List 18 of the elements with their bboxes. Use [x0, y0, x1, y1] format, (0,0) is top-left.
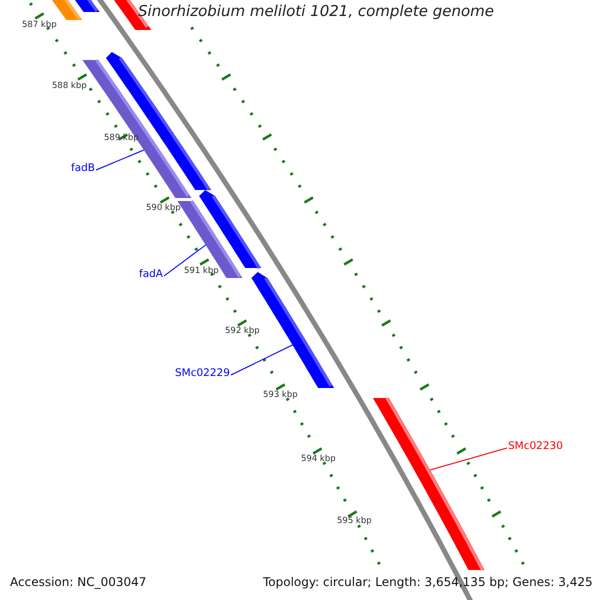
leader-line [230, 344, 293, 376]
tick-label: 588 kbp [52, 81, 87, 91]
footer-text: Accession: NC_003047 [10, 575, 146, 589]
leader-line [430, 448, 508, 470]
footer-text: Topology: circular; Length: 3,654,135 bp; Genes: 3,425 [263, 575, 593, 589]
tick-label: 591 kbp [184, 266, 219, 276]
gene-label: SMc02229 [175, 367, 230, 379]
tick-label: 587 kbp [22, 20, 57, 30]
gene-label: fadB [71, 162, 95, 174]
tick-label: 590 kbp [146, 203, 181, 213]
gene-label: fadA [139, 268, 163, 280]
gene-bar [372, 397, 484, 571]
gene-label: SMc02230 [508, 440, 563, 452]
tick-label: 592 kbp [225, 326, 260, 336]
leader-line [163, 244, 206, 276]
tick-label: 594 kbp [301, 454, 336, 464]
leader-line [96, 150, 144, 170]
title: Sinorhizobium meliloti 1021, complete genome [138, 2, 494, 20]
